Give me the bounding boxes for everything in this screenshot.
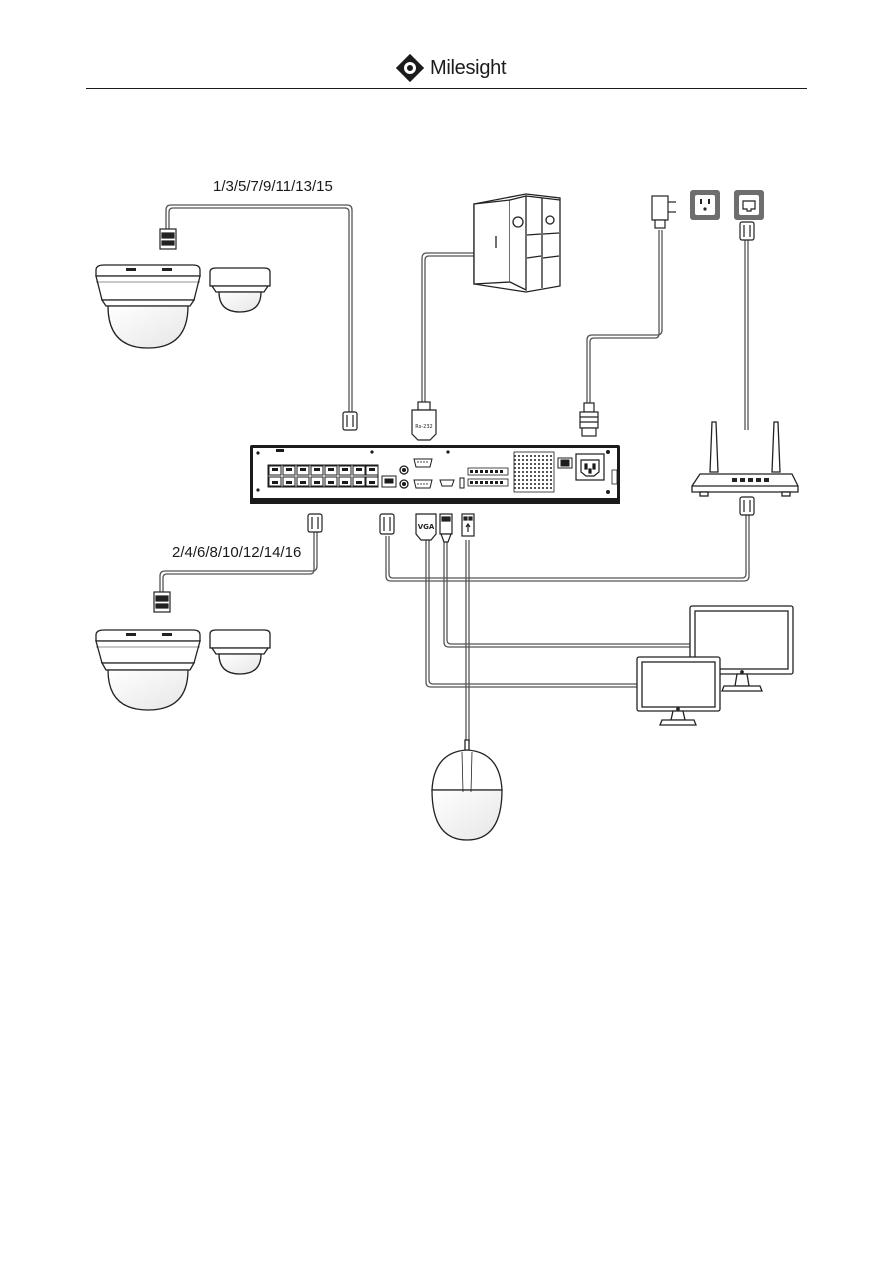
vga-cable: [426, 540, 637, 687]
usb-plug: [462, 514, 474, 536]
router-wan-rj45-plug: [740, 222, 754, 240]
nvr-rear-panel: [250, 445, 620, 504]
ethernet-wall-port-icon: [734, 190, 764, 220]
vga-plug-label: VGA: [418, 523, 435, 531]
top-camera-rj45-plug: [160, 229, 176, 249]
bottom-dome-camera-small: [210, 630, 270, 674]
bottom-camera-rj45-plug: [154, 592, 170, 612]
nvr-power-switch: [558, 458, 572, 468]
nvr-power-socket: [576, 454, 604, 480]
nvr-lan-rj45-plug: [380, 514, 394, 534]
rack-cabinet: [474, 194, 560, 292]
bottom-dome-camera-large: [96, 630, 200, 710]
rs232-connector: Rs-232: [412, 402, 436, 440]
rs232-cable: [422, 253, 476, 405]
power-cable: [587, 230, 662, 405]
hdmi-cable: [444, 540, 690, 647]
nvr-poe-ports: [268, 465, 378, 487]
nvr-usb-port: [460, 478, 464, 488]
nvr-hdmi-port: [440, 480, 454, 486]
router-lan-rj45-plug: [740, 497, 754, 515]
nvr-top-rj45-plug: [343, 412, 357, 430]
vga-plug: VGA: [416, 514, 436, 540]
power-outlet-icon: [690, 190, 720, 220]
router: [692, 422, 798, 496]
ceiling-speaker-dome: [432, 740, 502, 840]
nvr-fan-vent: [514, 452, 554, 492]
monitor-small: [637, 657, 720, 725]
rs232-label: Rs-232: [415, 424, 432, 430]
top-camera-cable: [166, 205, 352, 414]
hdmi-plug: [440, 514, 452, 542]
top-dome-camera-large: [96, 265, 200, 348]
nvr-bottom-rj45-plug: [308, 514, 322, 532]
bottom-camera-cable: [160, 531, 317, 592]
power-connector: [580, 403, 598, 436]
top-dome-camera-small: [210, 268, 270, 312]
nvr-lan-port: [382, 476, 396, 487]
power-adapter: [652, 196, 676, 228]
